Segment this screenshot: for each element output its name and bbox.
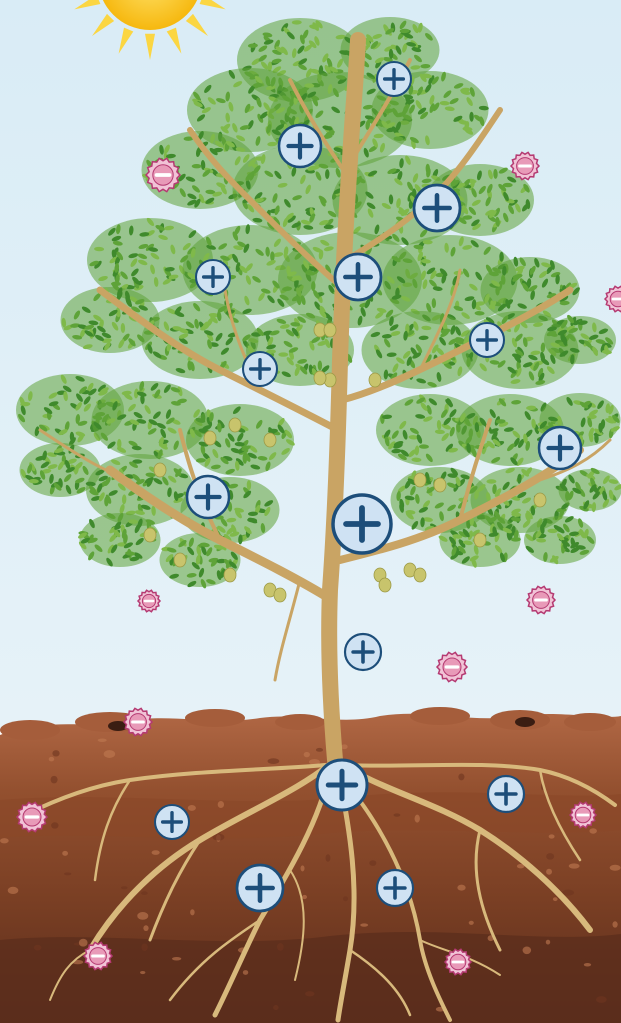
soil-pebble: [610, 865, 621, 871]
soil-pebble: [141, 891, 148, 895]
fruit: [144, 528, 156, 542]
soil-pebble: [51, 776, 58, 784]
soil-pebble: [52, 750, 59, 756]
fruit: [414, 568, 426, 582]
plus-charge-icon: [539, 427, 581, 469]
fruit: [324, 323, 336, 337]
fruit: [274, 588, 286, 602]
soil-pebble: [152, 850, 160, 855]
soil-pebble: [49, 757, 54, 762]
fruit: [534, 493, 546, 507]
soil-pebble: [243, 970, 248, 975]
soil-pebble: [393, 813, 400, 816]
fruit: [414, 473, 426, 487]
fruit: [314, 371, 326, 385]
plus-charge-icon: [345, 634, 381, 670]
soil-pebble: [64, 872, 71, 875]
soil-pebble: [343, 896, 348, 901]
soil-pebble: [553, 897, 558, 901]
soil-pebble: [143, 925, 148, 931]
soil-pebble: [523, 947, 532, 955]
soil-pebble: [98, 739, 107, 742]
soil-pebble: [584, 963, 591, 966]
fruit: [224, 568, 236, 582]
soil-clump: [275, 714, 325, 730]
soil-pebble: [369, 860, 376, 866]
soil-pebble: [569, 863, 580, 868]
soil-pebble: [51, 822, 58, 828]
leaf: [486, 479, 496, 483]
plus-charge-icon: [237, 865, 283, 911]
soil-pebble: [612, 921, 617, 927]
soil-pebble: [589, 828, 597, 833]
soil-pebble: [546, 869, 552, 875]
minus-charge-icon: [138, 590, 160, 611]
soil-pebble: [596, 996, 607, 1003]
plus-charge-icon: [470, 323, 504, 357]
soil-pebble: [34, 945, 42, 951]
soil-pebble: [172, 957, 181, 960]
fruit: [174, 553, 186, 567]
soil-pebble: [141, 943, 147, 951]
plus-charge-icon: [377, 62, 411, 96]
plus-charge-icon: [187, 476, 229, 518]
plus-charge-icon: [243, 352, 277, 386]
plus-charge-icon: [377, 870, 413, 906]
soil-pebble: [546, 940, 550, 945]
soil-pebble: [549, 834, 555, 838]
soil-pebble: [277, 943, 284, 951]
soil-pebble: [0, 838, 9, 843]
soil-pebble: [104, 750, 116, 758]
fruit: [154, 463, 166, 477]
soil-pebble: [415, 815, 420, 823]
fruit: [229, 418, 241, 432]
fruit: [204, 431, 216, 445]
leaf: [499, 252, 503, 262]
plus-charge-icon: [335, 254, 381, 300]
fruit: [264, 433, 276, 447]
fruit: [379, 578, 391, 592]
soil-pebble: [546, 853, 554, 860]
soil-pebble: [360, 923, 368, 926]
plus-charge-icon: [488, 776, 524, 812]
soil-pebble: [304, 752, 310, 757]
soil-clump: [564, 713, 616, 731]
soil-pebble: [301, 865, 305, 871]
plus-charge-icon: [196, 260, 230, 294]
soil-pebble: [62, 851, 68, 856]
soil-clump: [410, 707, 470, 725]
soil-hole: [515, 717, 535, 727]
leaf: [318, 360, 322, 370]
soil-clump: [185, 709, 245, 727]
soil-pebble: [273, 1005, 279, 1010]
soil-pebble: [325, 854, 330, 861]
soil-pebble: [188, 805, 196, 811]
soil-pebble: [268, 758, 280, 764]
fruit: [474, 533, 486, 547]
soil-pebble: [8, 887, 19, 894]
soil-pebble: [140, 971, 145, 974]
soil-pebble: [305, 991, 314, 996]
soil-pebble: [458, 773, 464, 780]
fruit: [434, 478, 446, 492]
leaf: [278, 352, 288, 356]
plus-charge-icon: [155, 805, 189, 839]
plus-charge-icon: [414, 185, 460, 231]
soil-pebble: [316, 748, 323, 752]
soil-pebble: [121, 886, 128, 889]
soil-pebble: [190, 909, 195, 915]
plus-charge-icon: [279, 125, 321, 167]
soil-pebble: [469, 921, 474, 925]
plus-charge-icon: [317, 760, 367, 810]
fruit: [369, 373, 381, 387]
soil-clump: [0, 720, 60, 740]
leaf-cluster: [142, 301, 259, 379]
soil-pebble: [218, 801, 224, 808]
soil-pebble: [79, 939, 88, 947]
soil-pebble: [302, 895, 307, 899]
soil-pebble: [137, 912, 148, 920]
plus-charge-icon: [333, 495, 391, 553]
soil-pebble: [457, 885, 465, 891]
